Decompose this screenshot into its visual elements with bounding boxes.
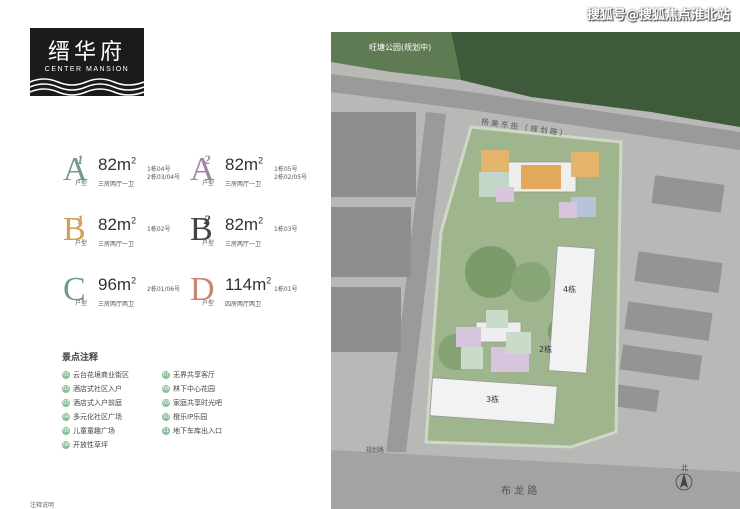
- unit-subscript: 1: [77, 212, 84, 227]
- legend-label: 无界共享客厅: [173, 371, 215, 379]
- building-label-3: 3栋: [486, 394, 499, 404]
- unit-area: 82m2: [98, 155, 137, 174]
- unit-area: 82m2: [225, 215, 264, 234]
- watermark: 搜狐号@搜狐焦点淮北站: [586, 8, 730, 23]
- unit-buildings: 1栋03号: [274, 226, 298, 233]
- building-label-2: 2栋: [539, 344, 552, 354]
- unit-buildings: 1栋04号: [147, 166, 171, 173]
- legend-number: 04: [62, 413, 70, 421]
- unit-letter: A: [190, 151, 215, 188]
- unit-subscript: 1: [77, 152, 84, 167]
- unit-type-label: 户型: [75, 300, 88, 307]
- unit-type-label: 户型: [202, 240, 215, 247]
- legend-label: 酒店式社区入户: [73, 385, 122, 393]
- legend-number: 07: [162, 371, 170, 379]
- legend-number: 11: [162, 427, 170, 435]
- unit-buildings: 1栋05号: [274, 166, 298, 173]
- unit-area: 82m2: [225, 155, 264, 174]
- north-label: 北: [681, 464, 688, 472]
- legend-number: 08: [162, 385, 170, 393]
- park-label: 旺塘公园(规划中): [369, 42, 431, 52]
- logo: 缙华府 CENTER MANSION: [30, 28, 144, 96]
- unit-area: 114m2: [225, 275, 272, 294]
- legend-label: 酒店式入户前庭: [73, 399, 122, 407]
- legend-number: 03: [62, 399, 70, 407]
- unit-layout: 三房两厅一卫: [225, 181, 262, 188]
- legend-label: 地下车库出入口: [173, 427, 222, 435]
- footnote: 注释说明: [30, 502, 55, 509]
- building-label-4: 4栋: [563, 284, 576, 294]
- unit-type-label: 户型: [202, 300, 215, 307]
- legend-label: 云台花境商业街区: [73, 371, 129, 379]
- unit-letter: B: [63, 211, 86, 248]
- unit-letter: D: [190, 271, 215, 308]
- unit-type-label: 户型: [75, 180, 88, 187]
- unit-area: 82m2: [98, 215, 137, 234]
- north-arrow-icon: [675, 473, 693, 491]
- unit-type-label: 户型: [202, 180, 215, 187]
- legend-title: 景点注释: [62, 353, 99, 363]
- legend-number: 09: [162, 399, 170, 407]
- legend-label: 橙乐IP乐园: [173, 413, 208, 421]
- unit-type-label: 户型: [75, 240, 88, 247]
- legend-label: 开放性草坪: [73, 441, 108, 449]
- legend-label: 儿童童趣广场: [73, 427, 115, 435]
- unit-buildings: 1栋02号: [147, 226, 171, 233]
- unit-layout: 三房两厅一卫: [225, 241, 262, 248]
- unit-buildings: 2栋02/05号: [274, 174, 308, 181]
- unit-area: 96m2: [98, 275, 137, 294]
- unit-letter: A: [63, 151, 88, 188]
- legend-label: 家庭共享时光吧: [173, 399, 222, 407]
- road-label-left: 规划路: [366, 446, 384, 454]
- legend-number: 10: [162, 413, 170, 421]
- site-plan-map: 旺塘公园(规划中) 杨 美 东 街 （ 规 划 路 ） 布 龙 路 规划路 2栋…: [331, 32, 740, 509]
- logo-title: 缙华府: [47, 40, 126, 65]
- unit-letter: C: [63, 271, 86, 308]
- legend-number: 06: [62, 441, 70, 449]
- unit-layout: 三房两厅两卫: [98, 301, 135, 308]
- unit-subscript: 2: [204, 152, 211, 167]
- wave-pattern-icon: [30, 78, 144, 96]
- unit-layout: 三房两厅一卫: [98, 181, 135, 188]
- legend-label: 林下中心花园: [173, 385, 215, 393]
- unit-buildings: 2栋01/06号: [147, 286, 181, 293]
- unit-layout: 三房两厅一卫: [98, 241, 135, 248]
- unit-letter: B: [190, 211, 213, 248]
- road-label-bottom: 布 龙 路: [501, 484, 537, 497]
- legend-number: 02: [62, 385, 70, 393]
- unit-subscript: 2: [204, 212, 211, 227]
- unit-buildings: 1栋01号: [274, 286, 298, 293]
- legend-number: 01: [62, 371, 70, 379]
- legend-label: 多元化社区广场: [73, 413, 122, 421]
- legend-number: 05: [62, 427, 70, 435]
- unit-layout: 四房两厅两卫: [225, 301, 262, 308]
- logo-subtitle: CENTER MANSION: [44, 66, 130, 73]
- unit-buildings: 2栋03/04号: [147, 174, 181, 181]
